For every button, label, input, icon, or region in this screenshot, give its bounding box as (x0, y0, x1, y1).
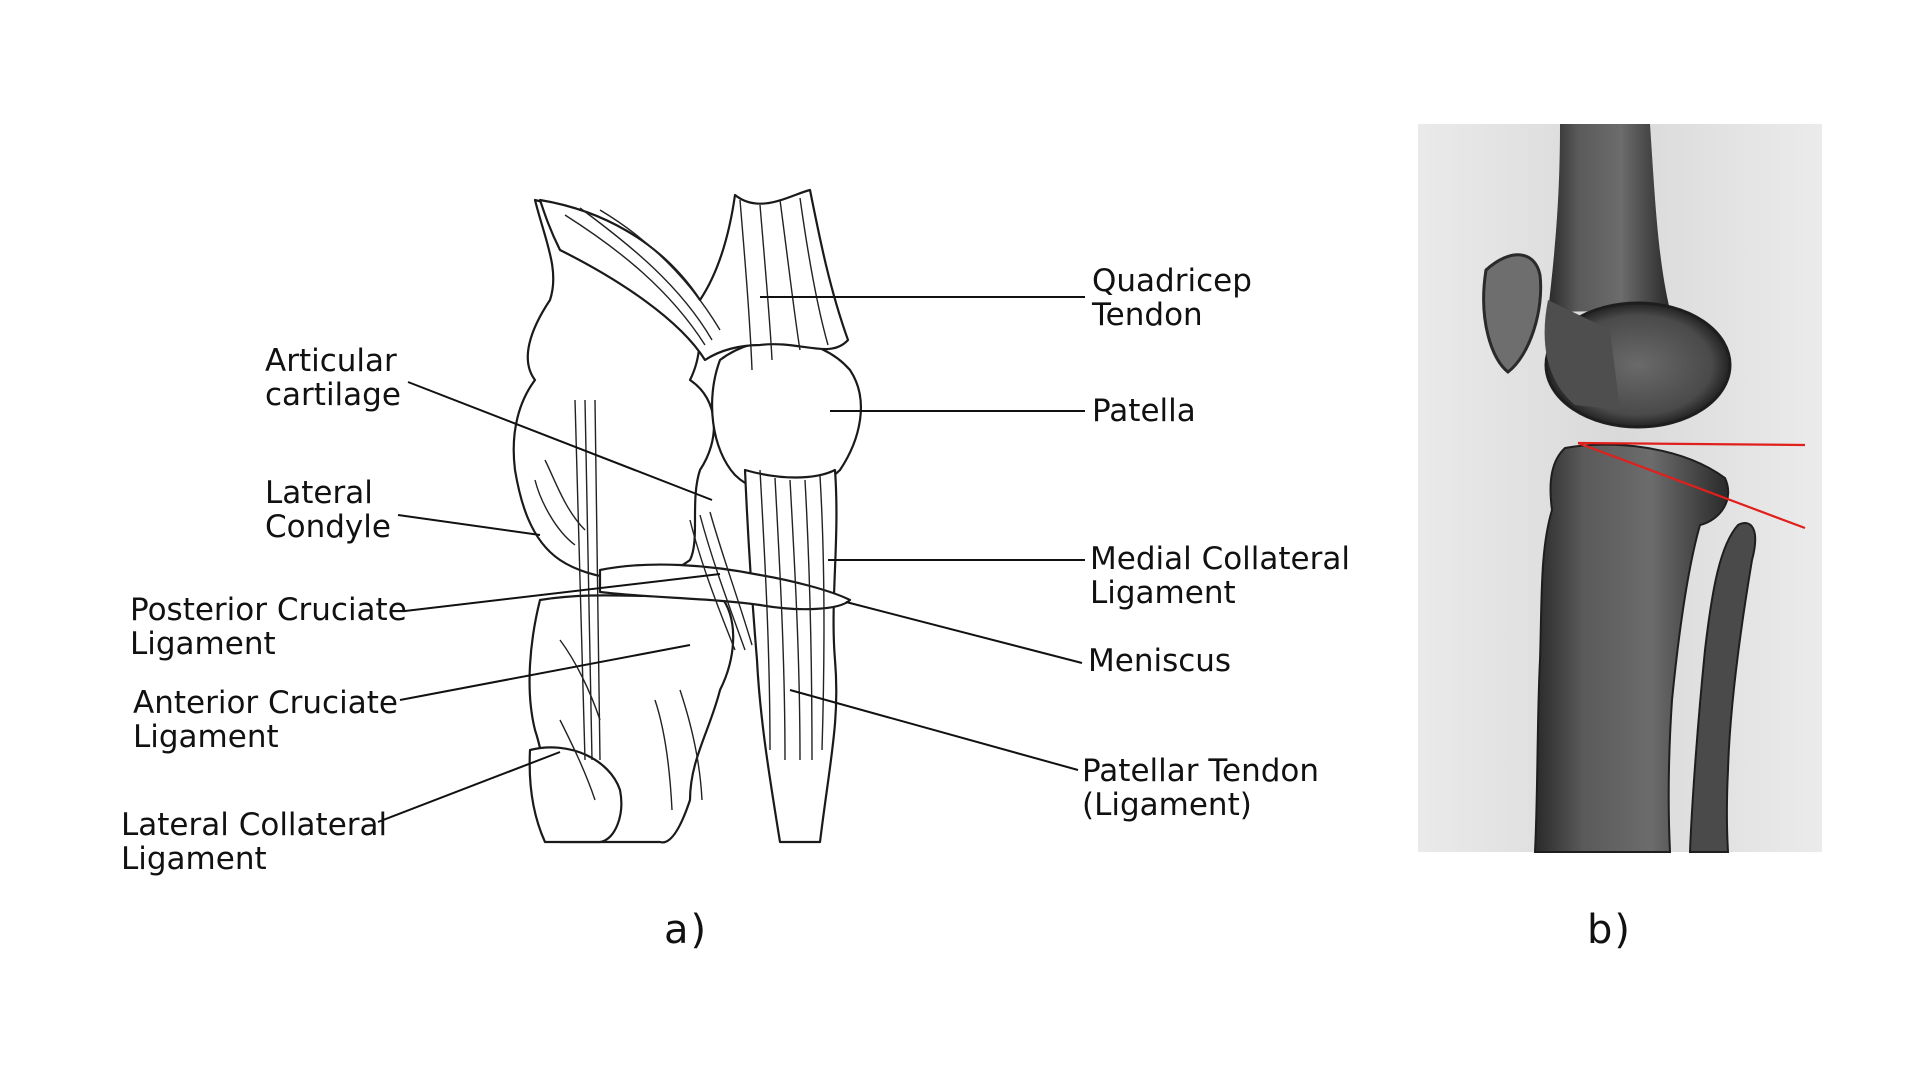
patellar-tendon-shape (743, 468, 838, 844)
xray-angle-line-plateau (1577, 441, 1806, 530)
leader-meniscus (845, 601, 1083, 664)
xray-angle-line-horizontal (1577, 441, 1806, 447)
label-patella: Patella (1092, 393, 1196, 429)
leader-articular-cartilage (407, 381, 713, 501)
leader-anterior-cruciate (399, 644, 691, 701)
xray-femur (1548, 124, 1670, 312)
caption-b: b) (1587, 907, 1632, 953)
leader-lateral-collateral (377, 751, 561, 823)
label-medial-collateral-ligament: Medial Collateral Ligament (1090, 541, 1350, 611)
label-posterior-cruciate-ligament: Posterior Cruciate Ligament (130, 592, 407, 662)
caption-a: a) (664, 907, 709, 953)
xray-condyle-shadow (1544, 300, 1620, 410)
label-articular-cartilage: Articular cartilage (265, 343, 401, 413)
label-meniscus: Meniscus (1088, 643, 1232, 679)
xray-angle-lines (1577, 441, 1806, 530)
leader-lines (377, 296, 1085, 823)
label-lateral-collateral-ligament: Lateral Collateral Ligament (121, 807, 388, 877)
label-lateral-condyle: Lateral Condyle (265, 475, 391, 545)
meniscus-shape (598, 563, 852, 611)
leader-lateral-condyle (397, 514, 541, 536)
xray-tibia (1533, 443, 1730, 853)
leader-posterior-cruciate (404, 573, 721, 612)
fiber-strokes (534, 197, 829, 811)
xray-patella (1482, 253, 1543, 374)
label-patellar-tendon: Patellar Tendon (Ligament) (1082, 753, 1320, 823)
fibula-shape (528, 746, 623, 844)
leader-patellar-tendon (789, 689, 1079, 771)
xray-fibula (1688, 522, 1757, 853)
label-anterior-cruciate-ligament: Anterior Cruciate Ligament (133, 685, 398, 755)
label-quadricep-tendon: Quadricep Tendon (1092, 263, 1252, 333)
